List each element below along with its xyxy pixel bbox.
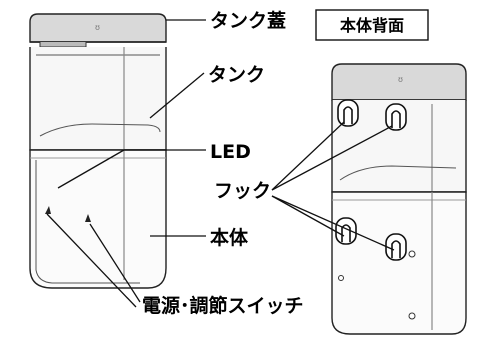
back-lid-icon: ʊ [398,75,403,84]
label-body: 本体 [210,226,249,249]
back-tank-lid [331,63,467,101]
hook-top-right [385,103,407,131]
switch-arrow-right [85,214,91,222]
hook-top-left [337,99,359,127]
lid-icon: ʊ [95,23,100,32]
tank-body [29,47,167,151]
label-switch: 電源･調節スイッチ [142,294,304,317]
label-led: LED [210,141,251,163]
front-view: ʊ [29,13,167,289]
back-view: ʊ [331,63,467,335]
hook-leaders [271,121,395,251]
label-hook: フック [214,180,271,202]
hook-bottom-right [385,233,407,261]
label-tank: タンク [208,64,265,86]
back-view-title: 本体背面 [340,16,404,35]
label-tank-lid: タンク蓋 [210,9,286,32]
tank-lid [29,13,167,43]
back-main-body [331,191,467,335]
hook-bottom-left [335,217,357,245]
front-leaders [46,19,206,308]
back-view-title-box [315,9,429,41]
switch-arrow-left [45,206,51,214]
